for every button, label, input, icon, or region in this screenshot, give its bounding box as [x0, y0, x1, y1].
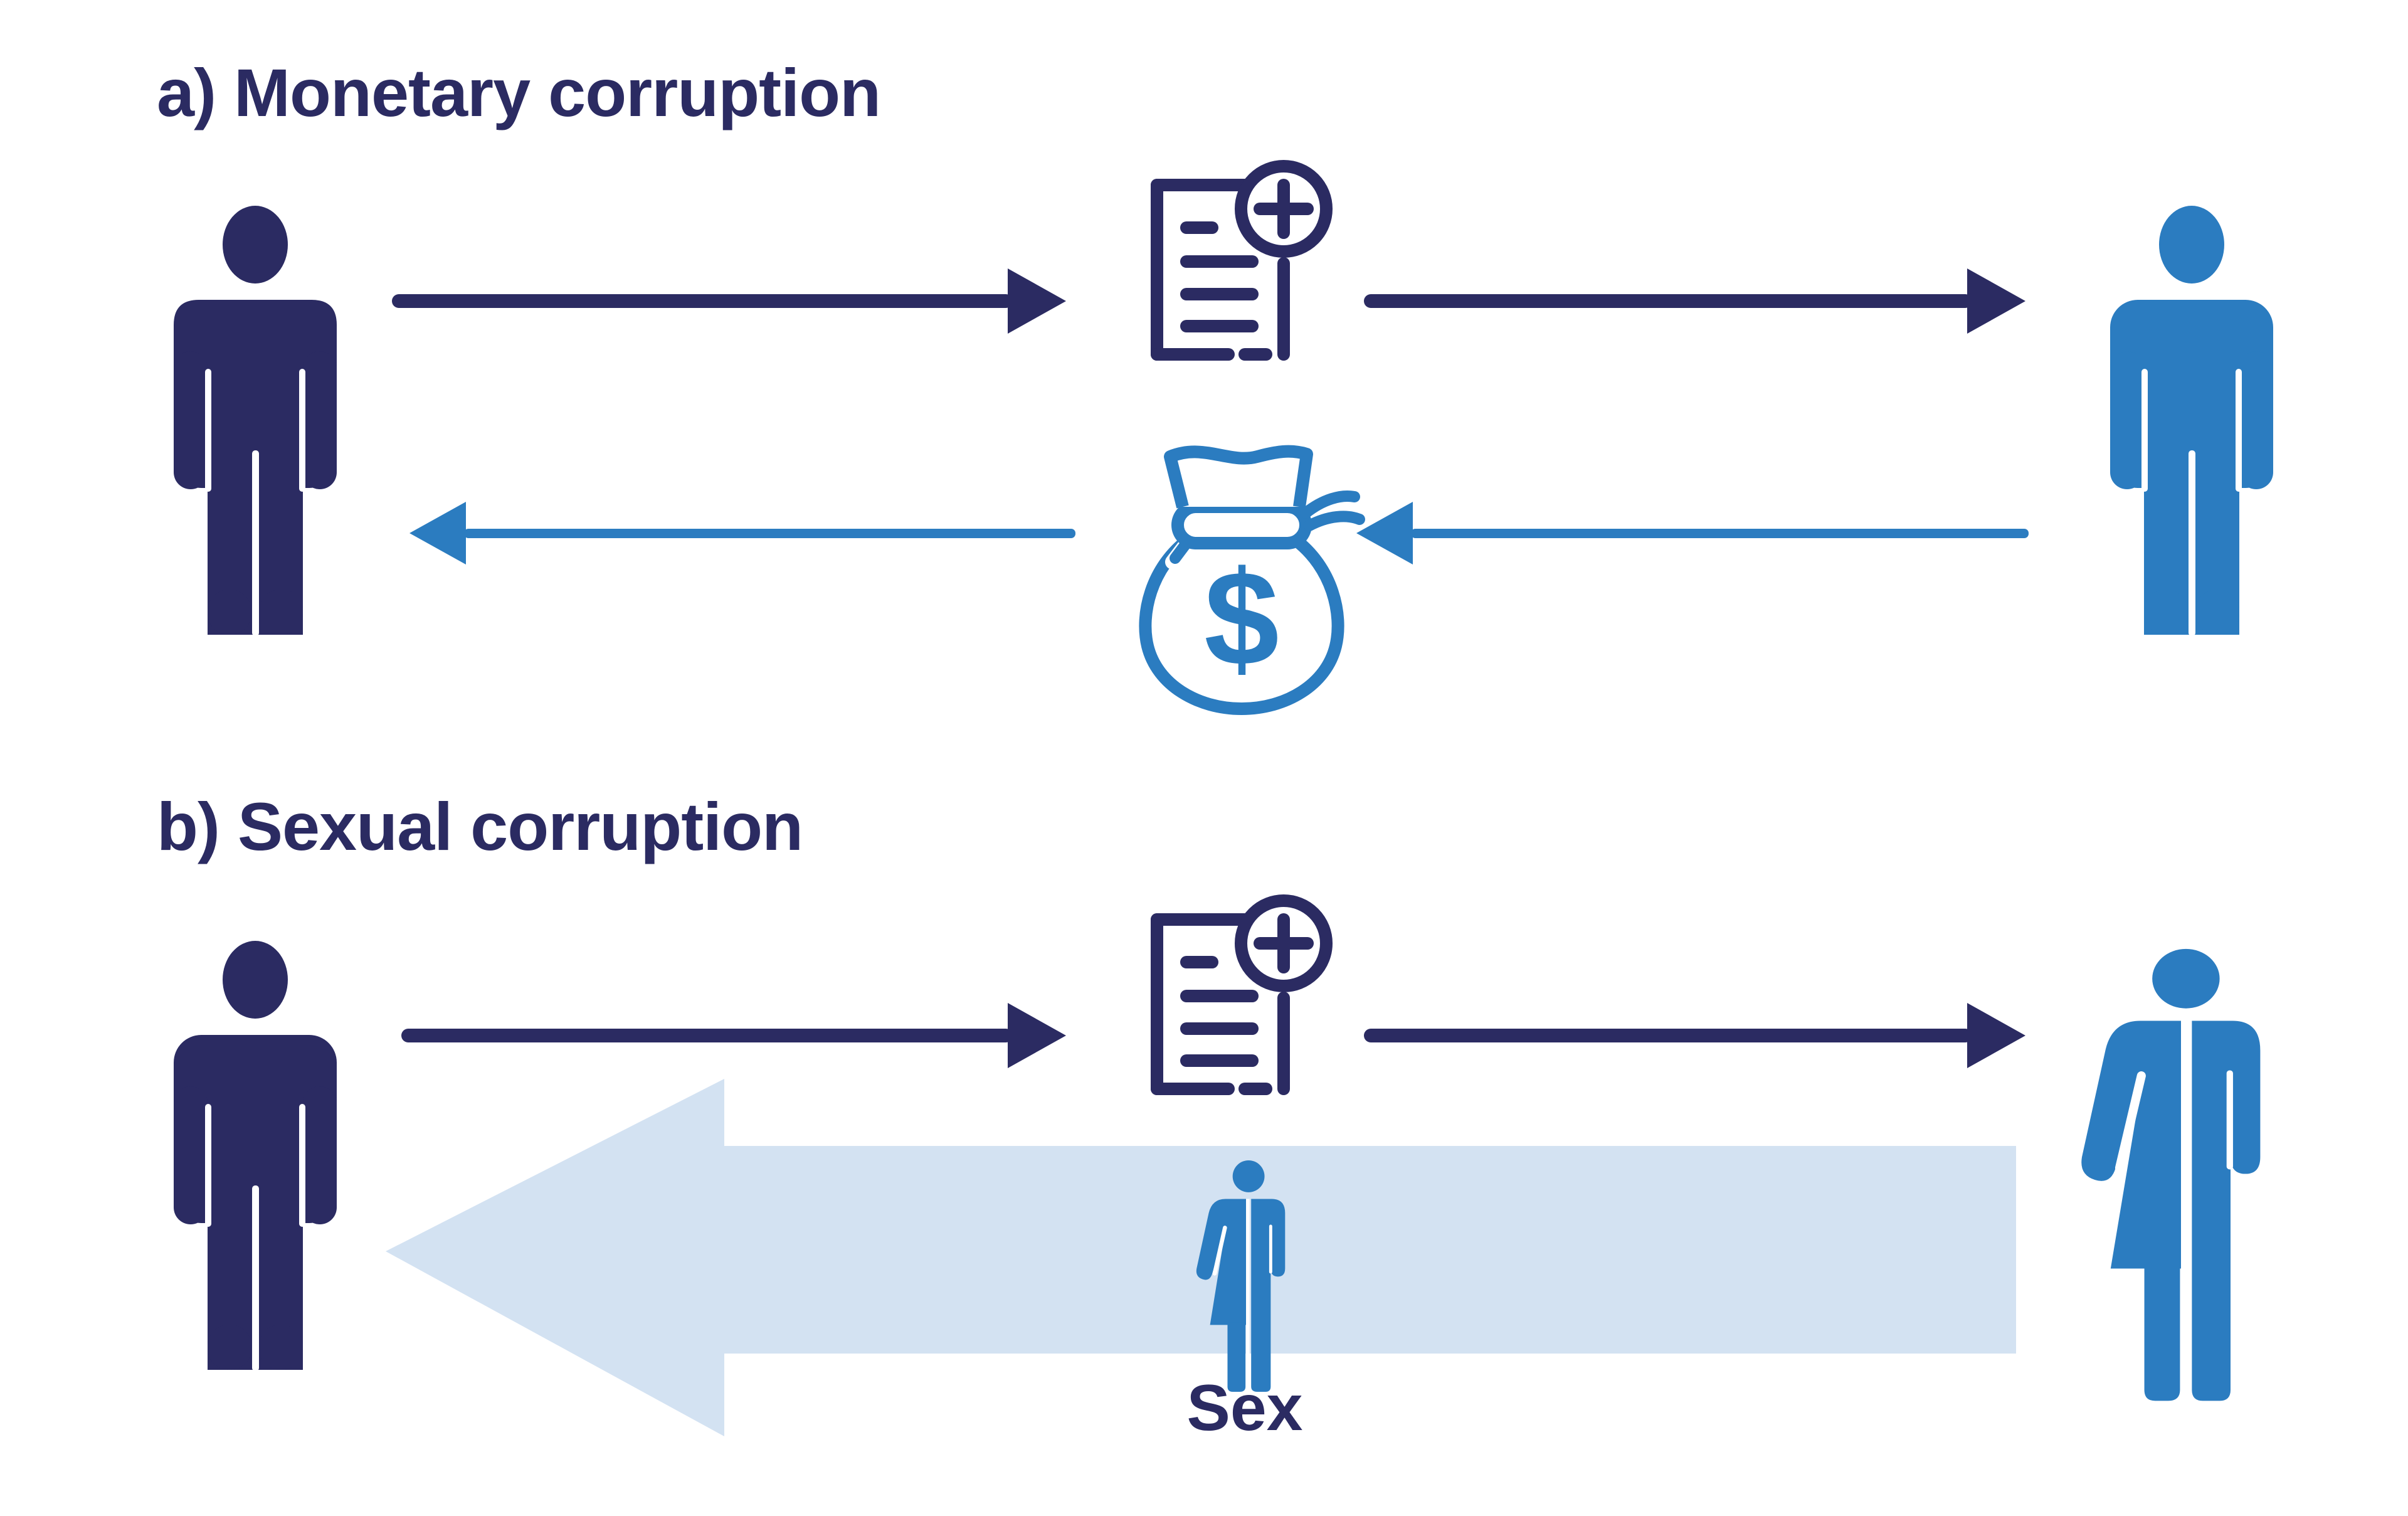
panel-a-flow-2-arrow [1364, 268, 2025, 334]
panel-a: a) Monetary corruption [157, 55, 2273, 715]
person-head-icon [2159, 206, 2224, 284]
panel-b-flow-1-arrow [401, 1003, 1066, 1068]
female-half-icon [2081, 1020, 2181, 1269]
dollar-sign-icon: $ [1204, 543, 1279, 694]
person-male-pictogram [2110, 300, 2273, 636]
person-head-icon [1232, 1160, 1265, 1192]
panel-b-flow-2-arrow [1364, 1003, 2025, 1068]
person-head-icon [223, 941, 288, 1019]
male-half-icon [1251, 1199, 1286, 1392]
panel-b-right-actor [2081, 948, 2261, 1401]
panel-a-right-actor [2110, 206, 2273, 636]
person-male-pictogram [174, 300, 337, 636]
sex-flow-label: Sex [1186, 1372, 1302, 1444]
panel-a-money-bag-icon: $ [1139, 445, 1365, 715]
panel-b-title: b) Sexual corruption [157, 788, 803, 864]
panel-b-left-actor [174, 941, 337, 1371]
male-half-icon [2192, 1020, 2261, 1401]
panel-a-title: a) Monetary corruption [157, 55, 880, 130]
panel-b: b) Sexual corruption [157, 788, 2261, 1444]
panel-a-document-plus-icon [1151, 160, 1333, 361]
panel-b-document-plus-icon [1151, 894, 1333, 1095]
panel-a-flow-1-arrow [392, 268, 1066, 334]
person-head-icon [223, 206, 288, 284]
female-half-icon [1196, 1199, 1246, 1325]
person-male-pictogram [174, 1035, 337, 1371]
panel-b-sex-person-icon [1196, 1160, 1286, 1392]
panel-a-flow-3-arrow [1356, 502, 2029, 565]
panel-a-left-actor [174, 206, 337, 636]
panel-a-flow-4-arrow [409, 502, 1075, 565]
person-head-icon [2152, 948, 2220, 1009]
